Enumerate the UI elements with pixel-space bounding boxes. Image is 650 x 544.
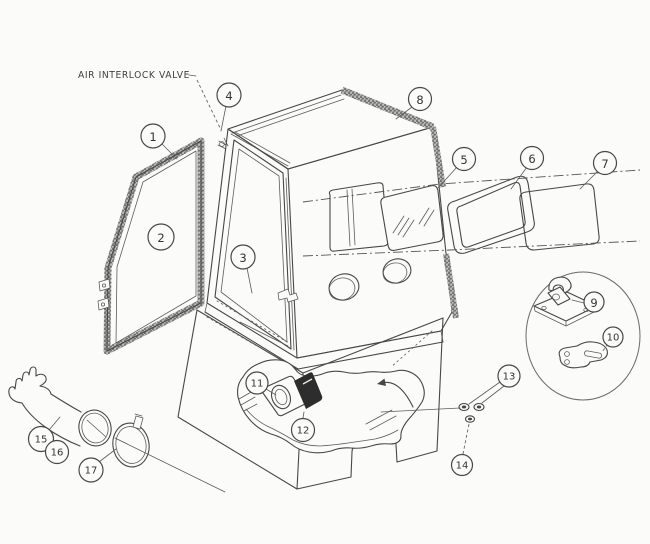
cabinet-gasket-strip: [340, 86, 435, 131]
clamp-ring: [112, 413, 226, 493]
cabinet-body: [204, 86, 459, 370]
svg-text:12: 12: [297, 426, 310, 437]
grommet-2: [473, 402, 485, 412]
glove-hole-right: [382, 258, 412, 284]
window-glass: [380, 185, 444, 251]
svg-text:3: 3: [239, 251, 246, 265]
door-panel: [106, 140, 202, 352]
clamp-screw: [132, 415, 144, 430]
callout-3: 3: [230, 244, 256, 270]
callout-1: 1: [140, 123, 166, 149]
svg-text:6: 6: [528, 152, 535, 166]
svg-text:5: 5: [460, 153, 467, 167]
svg-text:2: 2: [157, 231, 164, 245]
glove-sleeve: [50, 393, 82, 413]
grommet-3: [464, 415, 476, 423]
svg-text:1: 1: [149, 130, 156, 144]
glove-hand: [8, 366, 52, 404]
air-interlock-valve-label: AIR INTERLOCK VALVE: [78, 70, 190, 81]
air-interlock-valve-part: [217, 137, 229, 150]
centerline-top: [302, 169, 641, 203]
door-opening-frame: [214, 139, 292, 350]
valve-assembly: [262, 372, 323, 417]
svg-text:4: 4: [225, 89, 232, 103]
callout-7: 7: [592, 150, 618, 176]
callout-8: 8: [407, 86, 433, 112]
glove-cuff: [78, 409, 112, 447]
svg-text:10: 10: [607, 333, 620, 344]
rotation-arrow: [377, 378, 414, 408]
svg-text:14: 14: [456, 461, 469, 472]
svg-text:11: 11: [251, 379, 264, 390]
hopper-cutout: [237, 359, 461, 454]
callout-5: 5: [451, 146, 477, 172]
svg-text:17: 17: [85, 466, 98, 477]
valve-cylinder: [270, 384, 292, 410]
window-outer-panel: [519, 183, 600, 251]
svg-text:15: 15: [35, 435, 48, 446]
callout-6: 6: [519, 145, 545, 171]
svg-text:8: 8: [416, 93, 423, 107]
callout-17: 17: [78, 457, 104, 483]
callout-13: 13: [497, 364, 521, 388]
callout-4: 4: [216, 82, 242, 108]
svg-text:13: 13: [503, 372, 516, 383]
latch-lever: [558, 341, 608, 369]
sand-contour: [245, 408, 399, 447]
grommet-1: [458, 402, 470, 412]
leader-lines: [48, 74, 609, 463]
callout-9: 9: [583, 291, 605, 313]
callout-11: 11: [245, 371, 269, 395]
window-opening: [328, 182, 389, 252]
glove-assembly: [8, 366, 112, 447]
glass-hatch-marks: [392, 207, 435, 238]
svg-text:7: 7: [601, 157, 608, 171]
fasteners: [458, 402, 485, 423]
door-hinge-bottom: [97, 297, 110, 311]
callout-12: 12: [290, 417, 316, 443]
door-assembly: [97, 137, 205, 355]
svg-text:9: 9: [590, 296, 597, 310]
window-panes: [302, 169, 641, 257]
valve-sleeve: [294, 372, 323, 409]
callout-10: 10: [602, 326, 624, 348]
centerline-bottom: [302, 240, 641, 257]
glove-hole-left: [328, 273, 360, 301]
callout-2: 2: [147, 223, 175, 251]
callout-16: 16: [44, 439, 70, 465]
door-latch: [277, 288, 299, 303]
callout-14: 14: [450, 453, 474, 477]
svg-text:16: 16: [51, 448, 64, 459]
door-hinge-top: [98, 278, 111, 292]
window-frame: [447, 175, 535, 254]
hopper-outline: [237, 359, 425, 454]
